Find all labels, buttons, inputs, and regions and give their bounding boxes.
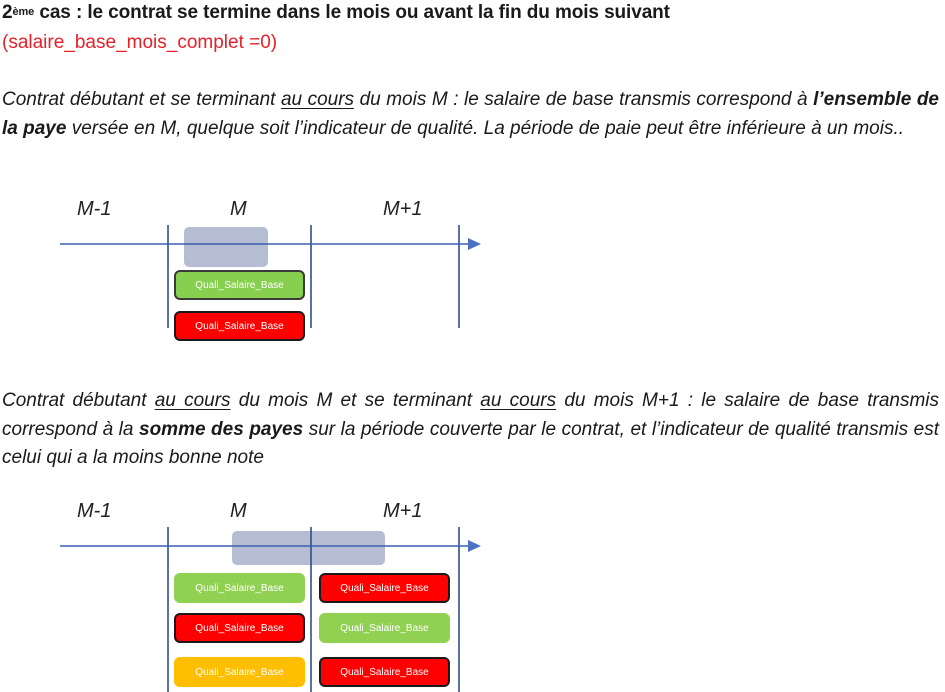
- month-label-current: M: [230, 500, 247, 522]
- bold-text: l’ensemble de la paye: [2, 89, 939, 139]
- underlined-text: au cours: [280, 89, 355, 110]
- quality-badge-red-m: Quali_Salaire_Base: [174, 613, 305, 643]
- subtitle: (salaire_base_mois_complet =0): [2, 32, 278, 53]
- month-label-prev: M-1: [77, 500, 112, 522]
- text-span: sur la période couverte par le contrat, …: [2, 418, 940, 469]
- text-span: Contrat débutant: [2, 390, 155, 411]
- quality-badge-green-m1: Quali_Salaire_Base: [319, 613, 450, 643]
- underlined-text: au cours: [480, 390, 557, 411]
- contract-period-bar: [184, 227, 268, 267]
- timeline-diagram-1: M-1 M M+1 Quali_Salaire_Base Quali_Salai…: [0, 195, 945, 345]
- quality-badge-orange-m: Quali_Salaire_Base: [174, 657, 305, 687]
- text-span: du mois M et se terminant: [230, 390, 481, 411]
- underlined-text: au cours: [154, 390, 231, 411]
- paragraph-case-2: Contrat débutant au cours du mois M et s…: [2, 387, 939, 473]
- text-span: du mois M : le salaire de base transmis …: [354, 89, 814, 110]
- timeline-axis: [60, 225, 481, 328]
- paragraph-case-1: Contrat débutant et se terminant au cour…: [2, 86, 939, 143]
- title-number: 2: [2, 2, 13, 23]
- quality-badge-green: Quali_Salaire_Base: [174, 270, 305, 300]
- bold-text: somme des payes: [139, 418, 304, 440]
- month-label-next: M+1: [383, 198, 423, 220]
- month-label-prev: M-1: [77, 198, 112, 220]
- time-axis-arrowhead: [468, 238, 481, 250]
- month-label-current: M: [230, 198, 247, 220]
- contract-period-bar: [232, 531, 385, 565]
- time-axis-arrowhead: [468, 540, 481, 552]
- quality-badge-red-m1: Quali_Salaire_Base: [319, 573, 450, 603]
- timeline-diagram-2: M-1 M M+1 Quali_Salaire_Base Quali_Salai…: [0, 497, 945, 692]
- title-superscript: ème: [12, 6, 35, 18]
- text-span: versée en M, quelque soit l’indicateur d…: [66, 117, 905, 139]
- text-span: du mois M+1 : le salaire de base transmi…: [2, 390, 940, 440]
- quality-badge-red: Quali_Salaire_Base: [174, 311, 305, 341]
- quality-badge-green-m: Quali_Salaire_Base: [174, 573, 305, 603]
- text-span: Contrat débutant et se terminant: [2, 89, 281, 110]
- section-title: 2ème cas : le contrat se termine dans le…: [2, 2, 670, 24]
- title-text: cas : le contrat se termine dans le mois…: [34, 2, 670, 23]
- month-label-next: M+1: [383, 500, 423, 522]
- quality-badge-red-m1-bottom: Quali_Salaire_Base: [319, 657, 450, 687]
- timeline-axis: [60, 527, 481, 692]
